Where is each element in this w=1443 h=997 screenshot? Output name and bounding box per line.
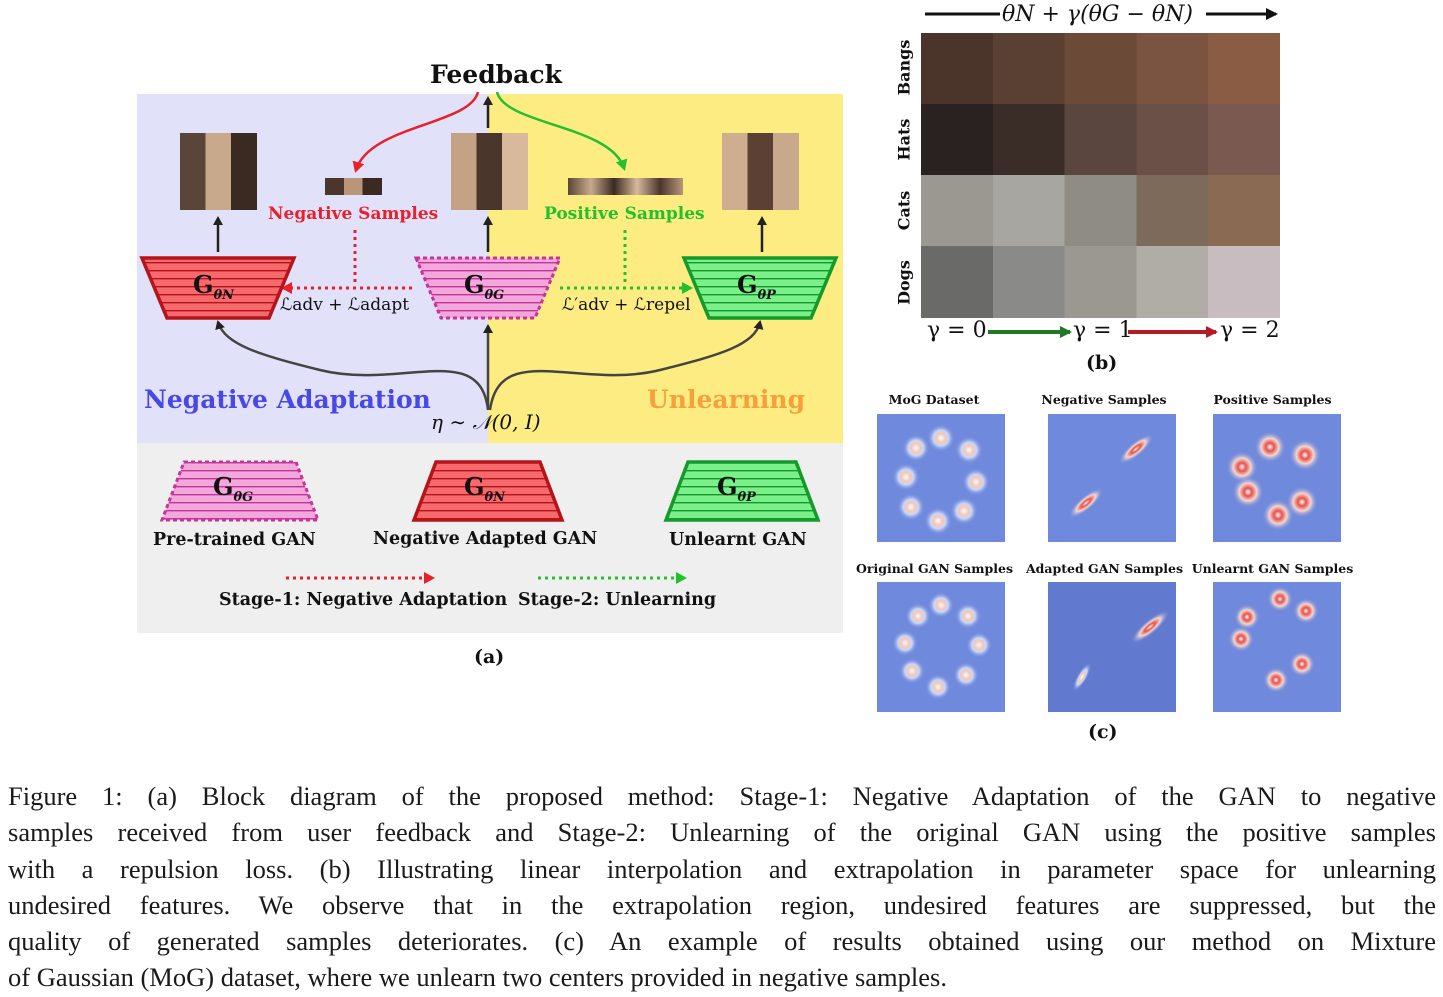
plot-adapted — [1048, 582, 1176, 712]
samples-grid-unlearnt-gan — [722, 133, 799, 210]
legend-gen-pretrained — [159, 460, 321, 522]
negative-samples-label: Negative Samples — [268, 204, 439, 224]
gamma-1-label: γ = 1 — [1073, 318, 1133, 343]
feedback-red-arrow — [352, 91, 480, 173]
noise-label: η ∼ 𝒩(0, I) — [431, 410, 541, 434]
panel-a-caption-letter: (a) — [474, 646, 505, 668]
row-label-bangs: Bangs — [894, 39, 914, 96]
positive-samples-strip — [568, 178, 683, 195]
legend-pretrained-label: Pre-trained GAN — [153, 530, 316, 550]
legend-stage2-label: Stage-2: Unlearning — [518, 590, 717, 610]
negative-samples-blobs — [1068, 433, 1154, 519]
legend-negative-label: Negative Adapted GAN — [373, 529, 598, 549]
samples-grid-negative-gan — [180, 133, 257, 210]
loss-left-label: ℒadv + ℒadapt — [280, 295, 410, 315]
plot-title-original: Original GAN Samples — [856, 561, 1013, 576]
gen-positive-label: GθP — [737, 270, 776, 303]
caption-line-1: Figure 1: (a) Block diagram of the propo… — [8, 781, 1436, 811]
plot-negative — [1048, 414, 1176, 542]
panel-c-caption-letter: (c) — [1088, 721, 1118, 743]
negative-samples-strip — [325, 178, 382, 195]
panel-b-caption-letter: (b) — [1086, 352, 1118, 374]
gen-negative-top — [139, 256, 297, 320]
interpolation-grid — [921, 33, 1280, 318]
noise-arrow-left — [215, 320, 490, 411]
row-label-hats: Hats — [894, 118, 914, 161]
caption-line-2: samples received from user feedback and … — [8, 817, 1436, 848]
noise-arrow-right — [488, 320, 764, 411]
plot-title-negative: Negative Samples — [1041, 392, 1167, 407]
legend-unlearnt-label: Unlearnt GAN — [669, 530, 807, 550]
figure-caption: Figure 1: (a) Block diagram of the propo… — [8, 778, 1436, 996]
loss-right-label: ℒ′adv + ℒrepel — [562, 295, 691, 315]
caption-line-4: undesired features. We observe that in t… — [8, 889, 1436, 920]
mog-dataset-blobs — [892, 424, 990, 535]
feedback-label: Feedback — [430, 60, 562, 89]
positive-samples-blobs — [1226, 431, 1321, 531]
caption-line-5: quality of generated samples deteriorate… — [8, 926, 1436, 957]
panel-a-diagram — [139, 91, 839, 584]
gamma-2-label: γ = 2 — [1220, 318, 1280, 343]
legend-gen-pretrained-symbol: GθG — [213, 472, 254, 505]
legend-gen-unlearnt — [663, 460, 821, 522]
unlearnt-gan-blobs — [1228, 586, 1319, 693]
row-label-cats: Cats — [894, 190, 914, 231]
gen-positive-top — [681, 256, 839, 320]
legend-gen-negative-symbol: GθN — [464, 472, 506, 505]
legend-gen-unlearnt-symbol: GθP — [717, 472, 756, 505]
mog-plots — [877, 414, 1341, 712]
gen-pretrained-label: GθG — [464, 270, 505, 303]
legend-stage1-label: Stage-1: Negative Adaptation — [219, 590, 508, 610]
plot-title-positive: Positive Samples — [1213, 392, 1332, 407]
plot-title-adapted: Adapted GAN Samples — [1025, 561, 1184, 576]
gamma-0-label: γ = 0 — [927, 318, 987, 343]
feedback-green-arrow — [495, 91, 628, 171]
interpolation-formula: θN + γ(θG − θN) — [1002, 2, 1193, 27]
panel-b-arrows — [925, 8, 1278, 338]
caption-line-6: of Gaussian (MoG) dataset, where we unle… — [8, 962, 947, 993]
legend-gen-negative — [411, 460, 565, 522]
samples-grid-pretrained-gan — [451, 133, 528, 210]
plot-title-unlearnt: Unlearnt GAN Samples — [1191, 561, 1354, 576]
negative-adaptation-label: Negative Adaptation — [144, 385, 431, 414]
caption-line-3: with a repulsion loss. (b) Illustrating … — [8, 853, 1436, 884]
original-gan-blobs — [892, 592, 992, 700]
adapted-gan-blobs — [1072, 610, 1169, 692]
unlearning-label: Unlearning — [647, 385, 806, 414]
positive-samples-label: Positive Samples — [544, 204, 705, 224]
gen-negative-label: GθN — [193, 270, 235, 303]
plot-title-mog: MoG Dataset — [888, 392, 980, 407]
gen-pretrained-top — [413, 256, 563, 320]
row-label-dogs: Dogs — [894, 260, 914, 305]
